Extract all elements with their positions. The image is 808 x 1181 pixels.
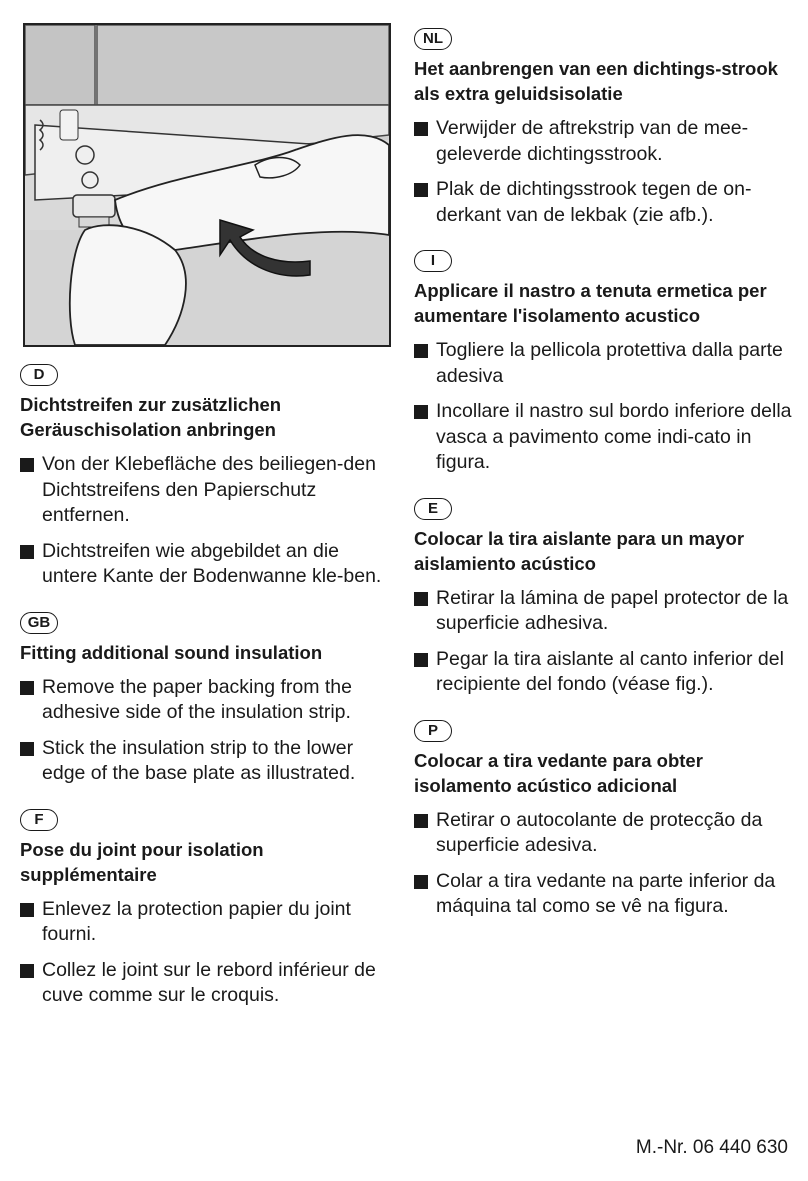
language-badge-gb: GB bbox=[20, 611, 58, 634]
instruction-text: Pegar la tira aislante al canto inferior… bbox=[436, 647, 784, 696]
language-badge-pt: P bbox=[414, 719, 452, 742]
bullet-square-icon bbox=[20, 680, 34, 695]
instruction-text: Retirar o autocolante de protecção da su… bbox=[436, 808, 763, 857]
instruction-text: Colar a tira vedante na parte inferior d… bbox=[436, 869, 776, 918]
section-heading: Pose du joint pour isolation supplémenta… bbox=[20, 838, 264, 885]
section-pt: P Colocar a tira vedante para obter isol… bbox=[414, 719, 798, 920]
instruction-text: Verwijder de aftrekstrip van de mee-gele… bbox=[436, 117, 749, 165]
bullet-square-icon bbox=[414, 813, 428, 828]
model-number: M.-Nr. 06 440 630 bbox=[635, 1137, 788, 1158]
instruction-text: Retirar la lámina de papel protector de … bbox=[436, 586, 789, 635]
bullet-square-icon bbox=[414, 122, 428, 136]
instruction-text: Von der Klebefläche des beiliegen-den Di… bbox=[42, 453, 376, 526]
instruction-text: Stick the insulation strip to the lower … bbox=[42, 736, 356, 785]
bullet-square-icon bbox=[414, 591, 428, 606]
language-badge-es: E bbox=[414, 497, 452, 520]
instruction-text: Enlevez la protection papier du joint fo… bbox=[42, 897, 351, 946]
section-fr: F Pose du joint pour isolation supplémen… bbox=[20, 808, 390, 1009]
section-heading: Colocar a tira vedante para obter isolam… bbox=[414, 749, 703, 796]
section-heading: Fitting additional sound insulation bbox=[20, 641, 323, 663]
section-heading: Colocar la tira aislante para un mayor a… bbox=[414, 527, 745, 574]
section-gb: GB Fitting additional sound insulation R… bbox=[20, 611, 390, 787]
section-it: I Applicare il nastro a tenuta ermetica … bbox=[414, 250, 798, 476]
bullet-square-icon bbox=[414, 405, 428, 419]
instruction-text: Dichtstreifen wie abgebildet an die unte… bbox=[42, 539, 382, 588]
language-badge-nl: NL bbox=[414, 28, 452, 50]
section-heading: Applicare il nastro a tenuta ermetica pe… bbox=[414, 280, 767, 326]
bullet-square-icon bbox=[20, 902, 34, 917]
bullet-square-icon bbox=[20, 741, 34, 756]
list-item: Retirar o autocolante de protecção da su… bbox=[414, 808, 798, 859]
illustration-drawing bbox=[25, 25, 389, 345]
instruction-text: Togliere la pellicola protettiva dalla p… bbox=[436, 339, 783, 387]
section-heading: Dichtstreifen zur zusätzlichen Geräuschi… bbox=[20, 394, 282, 440]
instruction-text: Collez le joint sur le rebord inférieur … bbox=[42, 958, 376, 1007]
list-item: Togliere la pellicola protettiva dalla p… bbox=[414, 338, 798, 389]
list-item: Pegar la tira aislante al canto inferior… bbox=[414, 647, 798, 698]
language-badge-it: I bbox=[414, 250, 452, 272]
language-badge-de: D bbox=[20, 364, 58, 386]
instruction-text: Remove the paper backing from the adhesi… bbox=[42, 675, 353, 724]
list-item: Von der Klebefläche des beiliegen-den Di… bbox=[20, 452, 390, 529]
section-de: D Dichtstreifen zur zusätzlichen Geräusc… bbox=[20, 364, 390, 590]
language-badge-fr: F bbox=[20, 808, 58, 831]
bullet-square-icon bbox=[20, 544, 34, 559]
list-item: Dichtstreifen wie abgebildet an die unte… bbox=[20, 539, 390, 590]
list-item: Incollare il nastro sul bordo inferiore … bbox=[414, 399, 798, 476]
list-item: Stick the insulation strip to the lower … bbox=[20, 736, 390, 787]
bullet-square-icon bbox=[20, 963, 34, 978]
bullet-square-icon bbox=[414, 344, 428, 358]
list-item: Plak de dichtingsstrook tegen de on-derk… bbox=[414, 177, 798, 228]
section-es: E Colocar la tira aislante para un mayor… bbox=[414, 497, 798, 698]
section-heading: Het aanbrengen van een dichtings-strook … bbox=[414, 58, 778, 104]
list-item: Retirar la lámina de papel protector de … bbox=[414, 586, 798, 637]
left-column: D Dichtstreifen zur zusätzlichen Geräusc… bbox=[20, 364, 390, 1031]
list-item: Remove the paper backing from the adhesi… bbox=[20, 675, 390, 726]
list-item: Verwijder de aftrekstrip van de mee-gele… bbox=[414, 116, 798, 167]
list-item: Colar a tira vedante na parte inferior d… bbox=[414, 869, 798, 920]
bullet-square-icon bbox=[414, 652, 428, 667]
instruction-text: Plak de dichtingsstrook tegen de on-derk… bbox=[436, 178, 752, 226]
section-nl: NL Het aanbrengen van een dichtings-stro… bbox=[414, 28, 798, 228]
right-column: NL Het aanbrengen van een dichtings-stro… bbox=[414, 28, 798, 942]
bullet-square-icon bbox=[414, 874, 428, 889]
installation-illustration bbox=[23, 23, 391, 347]
bullet-square-icon bbox=[414, 183, 428, 197]
list-item: Collez le joint sur le rebord inférieur … bbox=[20, 958, 390, 1009]
instruction-text: Incollare il nastro sul bordo inferiore … bbox=[436, 400, 792, 473]
bullet-square-icon bbox=[20, 458, 34, 472]
list-item: Enlevez la protection papier du joint fo… bbox=[20, 897, 390, 948]
